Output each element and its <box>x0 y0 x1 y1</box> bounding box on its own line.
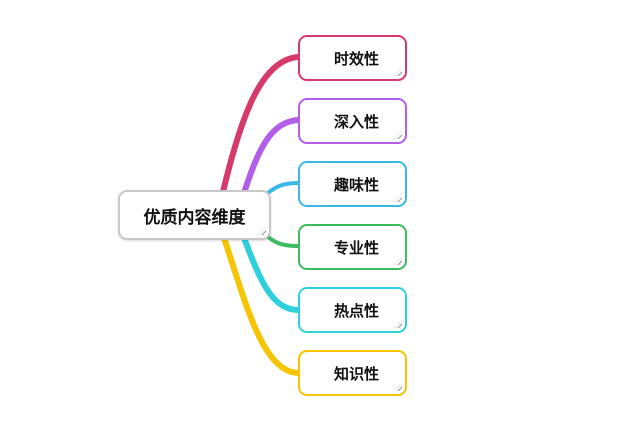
child-node-label: 热点性 <box>333 301 379 320</box>
child-node-hotspot[interactable]: 热点性 <box>298 287 407 333</box>
branch-line-depth <box>240 117 301 199</box>
resize-handle-icon[interactable] <box>394 320 402 328</box>
resize-handle-icon[interactable] <box>258 227 266 235</box>
resize-handle-icon[interactable] <box>394 68 402 76</box>
root-node[interactable]: 优质内容维度 <box>118 190 271 240</box>
child-node-expertise[interactable]: 专业性 <box>298 224 407 270</box>
child-node-label: 专业性 <box>333 238 379 257</box>
child-node-label: 时效性 <box>333 49 379 68</box>
resize-handle-icon[interactable] <box>394 383 402 391</box>
resize-handle-icon[interactable] <box>394 194 402 202</box>
branch-line-knowledge <box>221 235 301 376</box>
resize-handle-icon[interactable] <box>394 131 402 139</box>
branch-line-timeliness <box>219 54 301 199</box>
child-node-interest[interactable]: 趣味性 <box>298 161 407 207</box>
child-node-timeliness[interactable]: 时效性 <box>298 35 407 81</box>
resize-handle-icon[interactable] <box>394 257 402 265</box>
child-node-depth[interactable]: 深入性 <box>298 98 407 144</box>
branch-line-hotspot <box>241 235 301 313</box>
child-node-label: 知识性 <box>333 364 379 383</box>
root-node-label: 优质内容维度 <box>143 207 246 228</box>
child-node-label: 趣味性 <box>333 175 379 194</box>
child-node-label: 深入性 <box>333 112 379 131</box>
child-node-knowledge[interactable]: 知识性 <box>298 350 407 396</box>
